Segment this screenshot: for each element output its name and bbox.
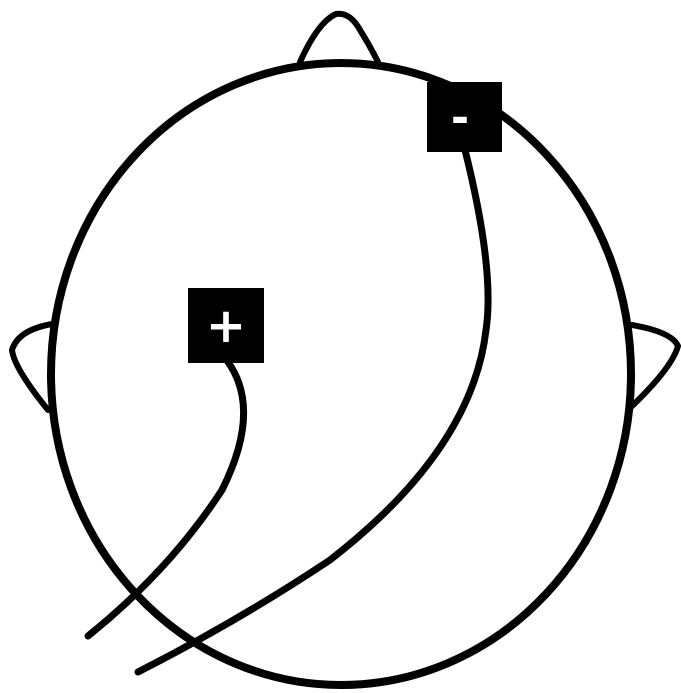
right-ear-shape bbox=[630, 325, 678, 408]
anode-lead-wire bbox=[88, 362, 244, 636]
anode-label: + bbox=[206, 298, 246, 354]
anode-electrode: + bbox=[188, 288, 264, 363]
cathode-label: - bbox=[451, 93, 469, 144]
left-ear-shape bbox=[12, 324, 52, 410]
cathode-lead-wire bbox=[138, 150, 488, 672]
nose-shape bbox=[300, 14, 378, 62]
cathode-electrode: - bbox=[427, 82, 502, 152]
